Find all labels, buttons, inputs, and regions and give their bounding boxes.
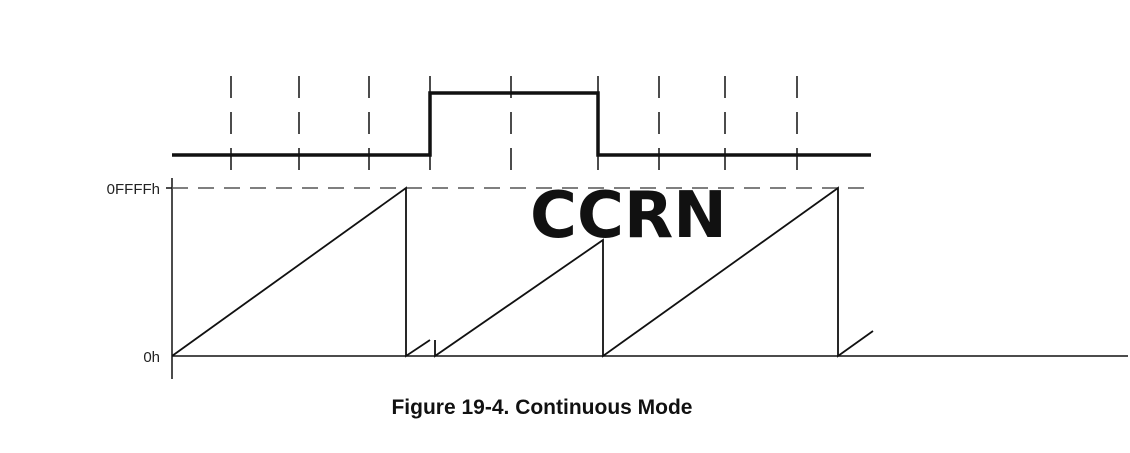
counter-sawtooth (434, 186, 874, 358)
y-max-label: 0FFFFh (107, 181, 160, 198)
counter-sawtooth (171, 186, 431, 358)
pulse-waveform (172, 91, 871, 157)
figure-caption: Figure 19-4. Continuous Mode (391, 396, 693, 419)
y-min-label: 0h (143, 349, 160, 366)
ccrn-label: CCRN (530, 179, 727, 253)
